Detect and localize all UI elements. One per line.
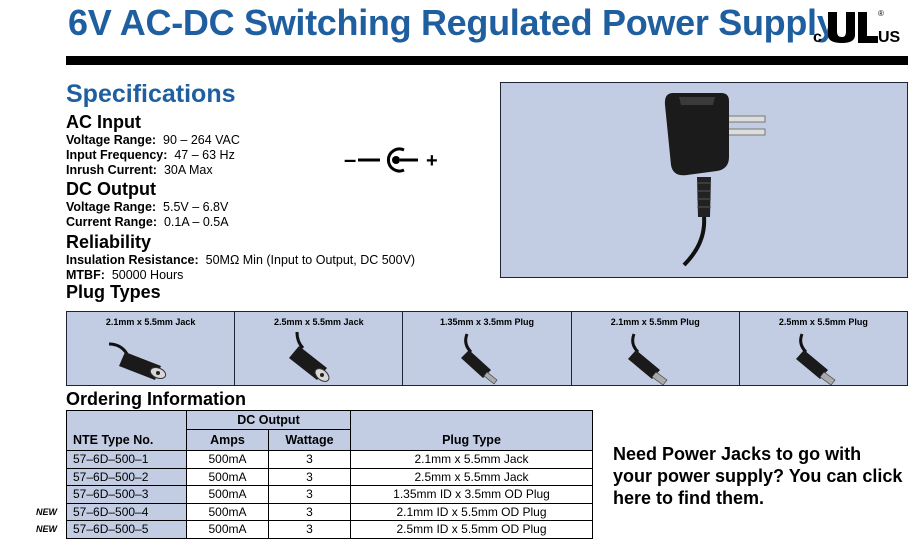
- spec-value: 30A Max: [163, 163, 213, 177]
- dc-current-range: Current Range: 0.1A – 0.5A: [66, 215, 229, 230]
- cell-wattage: 3: [268, 467, 351, 486]
- plug-type-label: 2.5mm x 5.5mm Jack: [274, 317, 364, 327]
- cell-plug-type: 2.5mm ID x 5.5mm OD Plug: [350, 520, 593, 539]
- cell-plug-type: 2.1mm ID x 5.5mm OD Plug: [350, 502, 593, 521]
- cert-registered-mark: ®: [878, 9, 884, 18]
- ordering-table: NTE Type No. DC Output Plug Type Amps Wa…: [66, 409, 593, 539]
- polarity-plus: +: [426, 150, 438, 172]
- plug-type-label: 2.1mm x 5.5mm Plug: [610, 317, 700, 327]
- table-row: 57–6D–500–1 500mA 3 2.1mm x 5.5mm Jack: [66, 450, 593, 469]
- product-photo: [500, 82, 908, 278]
- table-row: 57–6D–500–5 500mA 3 2.5mm ID x 5.5mm OD …: [66, 520, 593, 539]
- spec-value: 50MΩ Min (Input to Output, DC 500V): [205, 253, 416, 267]
- col-header-wattage: Wattage: [268, 429, 351, 451]
- cell-wattage: 3: [268, 502, 351, 521]
- cell-amps: 500mA: [186, 502, 269, 521]
- spec-key: Insulation Resistance:: [66, 253, 199, 267]
- col-group-dc-output: DC Output: [186, 409, 351, 431]
- ac-inrush-current: Inrush Current: 30A Max: [66, 163, 213, 178]
- plug-type-cell: 1.35mm x 3.5mm Plug: [403, 312, 572, 385]
- cell-plug-type: 2.1mm x 5.5mm Jack: [350, 450, 593, 469]
- spec-value: 90 – 264 VAC: [163, 133, 240, 147]
- cell-plug-type: 1.35mm ID x 3.5mm OD Plug: [350, 485, 593, 504]
- specifications-heading: Specifications: [66, 80, 236, 108]
- plug-types-heading: Plug Types: [66, 282, 161, 302]
- spec-value: 0.1A – 0.5A: [163, 215, 229, 229]
- cell-wattage: 3: [268, 485, 351, 504]
- dc-plug-icon: [795, 333, 836, 386]
- power-adapter-image: [664, 93, 766, 267]
- spec-key: Current Range:: [66, 215, 157, 229]
- polarity-minus: –: [344, 147, 356, 172]
- reliability-heading: Reliability: [66, 232, 152, 252]
- polarity-symbol-icon: – +: [344, 147, 438, 173]
- dc-voltage-range: Voltage Range: 5.5V – 6.8V: [66, 200, 228, 215]
- col-header-amps: Amps: [186, 429, 269, 451]
- cell-amps: 500mA: [186, 467, 269, 486]
- dc-jack-icon: [289, 332, 330, 382]
- cell-amps: 500mA: [186, 485, 269, 504]
- cert-us-text: US: [878, 29, 901, 46]
- cell-type-no: 57–6D–500–4: [66, 502, 187, 521]
- cell-wattage: 3: [268, 520, 351, 539]
- ac-input-frequency: Input Frequency: 47 – 63 Hz: [66, 148, 235, 163]
- plug-type-cell: 2.5mm x 5.5mm Jack: [235, 312, 404, 385]
- plug-type-label: 1.35mm x 3.5mm Plug: [439, 317, 535, 327]
- spec-key: Voltage Range:: [66, 133, 157, 147]
- power-jacks-promo-link[interactable]: Need Power Jacks to go with your power s…: [613, 444, 903, 508]
- cell-type-no: 57–6D–500–3: [66, 485, 187, 504]
- dc-jack-icon: [108, 342, 167, 380]
- plug-type-label: 2.1mm x 5.5mm Jack: [105, 317, 196, 327]
- cell-wattage: 3: [268, 450, 351, 469]
- cell-plug-type: 2.5mm x 5.5mm Jack: [350, 467, 593, 486]
- table-row: 57–6D–500–3 500mA 3 1.35mm ID x 3.5mm OD…: [66, 485, 593, 504]
- ul-certification-logo: c US ®: [813, 9, 901, 46]
- dc-plug-icon: [627, 333, 668, 386]
- spec-key: Voltage Range:: [66, 200, 157, 214]
- cell-type-no: 57–6D–500–5: [66, 520, 187, 539]
- spec-key: MTBF:: [66, 268, 105, 282]
- insulation-resistance: Insulation Resistance: 50MΩ Min (Input t…: [66, 253, 415, 268]
- new-badge: NEW: [36, 507, 57, 517]
- plug-type-cell: 2.1mm x 5.5mm Jack: [67, 312, 236, 385]
- dc-output-heading: DC Output: [66, 179, 156, 199]
- ordering-information-heading: Ordering Information: [66, 389, 246, 409]
- page-title: 6V AC-DC Switching Regulated Power Suppl…: [68, 2, 837, 43]
- col-header-type: NTE Type No.: [66, 410, 187, 451]
- spec-key: Inrush Current:: [66, 163, 157, 177]
- cell-type-no: 57–6D–500–1: [66, 450, 187, 469]
- new-badge: NEW: [36, 524, 57, 534]
- col-header-plug-type: Plug Type: [350, 410, 593, 451]
- plug-type-cell: 2.5mm x 5.5mm Plug: [740, 312, 907, 386]
- spec-value: 50000 Hours: [111, 268, 184, 282]
- plug-type-label: 2.5mm x 5.5mm Plug: [778, 317, 868, 327]
- plug-types-strip: 2.1mm x 5.5mm Jack 2.5mm x 5.5mm Jack 1.…: [66, 311, 908, 386]
- cert-c-text: c: [813, 29, 822, 46]
- cell-amps: 500mA: [186, 450, 269, 469]
- ac-input-heading: AC Input: [66, 112, 141, 132]
- header-rule: [66, 56, 908, 65]
- spec-value: 5.5V – 6.8V: [163, 200, 229, 214]
- mtbf: MTBF: 50000 Hours: [66, 268, 183, 283]
- spec-key: Input Frequency:: [66, 148, 168, 162]
- ac-voltage-range: Voltage Range: 90 – 264 VAC: [66, 133, 240, 148]
- cell-type-no: 57–6D–500–2: [66, 467, 187, 486]
- cell-amps: 500mA: [186, 520, 269, 539]
- spec-value: 47 – 63 Hz: [174, 148, 235, 162]
- plug-type-cell: 2.1mm x 5.5mm Plug: [572, 312, 740, 386]
- table-row: 57–6D–500–2 500mA 3 2.5mm x 5.5mm Jack: [66, 467, 593, 486]
- dc-plug-icon: [461, 333, 498, 385]
- table-row: 57–6D–500–4 500mA 3 2.1mm ID x 5.5mm OD …: [66, 502, 593, 521]
